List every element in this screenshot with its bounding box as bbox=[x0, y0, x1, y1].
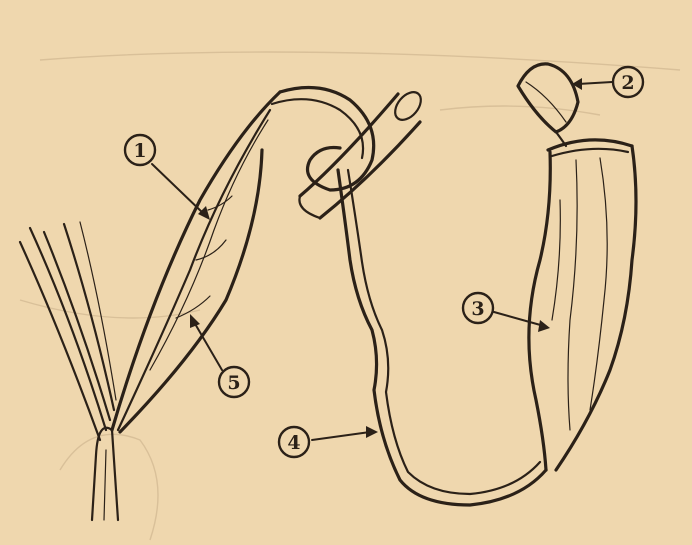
arrowhead-3 bbox=[538, 320, 550, 332]
arrowhead-5 bbox=[190, 314, 200, 328]
label-1-group: 1 bbox=[125, 135, 210, 220]
label-4-group: 4 bbox=[279, 426, 378, 457]
label-4: 4 bbox=[287, 432, 300, 454]
paper-texture bbox=[20, 52, 680, 540]
label-5: 5 bbox=[227, 372, 240, 394]
label-1: 1 bbox=[133, 140, 146, 162]
label-5-group: 5 bbox=[190, 314, 249, 397]
label-3: 3 bbox=[471, 298, 484, 320]
label-3-group: 3 bbox=[463, 293, 550, 332]
label-2-group: 2 bbox=[572, 67, 643, 97]
stem bbox=[20, 222, 118, 520]
pitcher-lid bbox=[518, 64, 578, 146]
pitcher bbox=[529, 140, 636, 470]
arrowhead-1 bbox=[198, 206, 210, 220]
tendril bbox=[272, 88, 546, 506]
label-2: 2 bbox=[621, 72, 634, 94]
arrowhead-4 bbox=[366, 426, 378, 438]
